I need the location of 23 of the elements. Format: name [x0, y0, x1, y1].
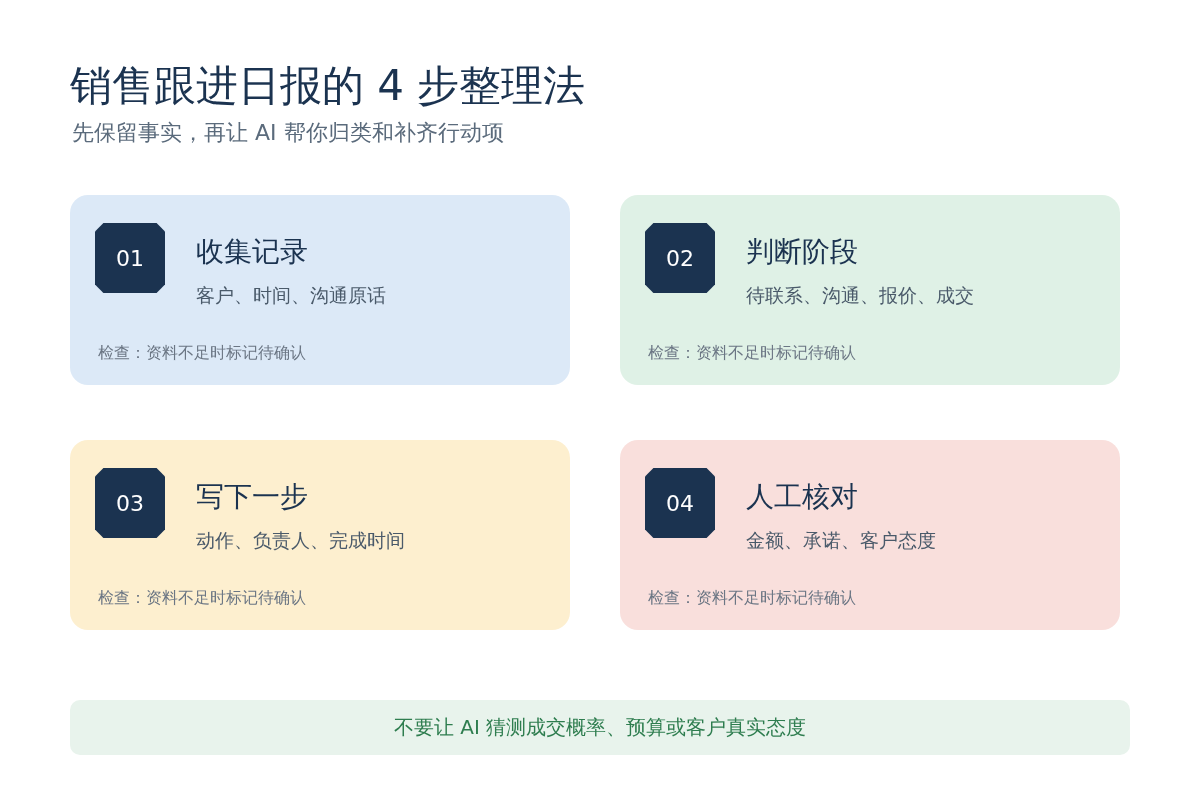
number-badge: 03 — [95, 468, 165, 538]
subtitle: 先保留事实，再让 AI 帮你归类和补齐行动项 — [72, 119, 504, 147]
step-title: 判断阶段 — [746, 234, 858, 270]
number-badge: 02 — [645, 223, 715, 293]
step-title: 人工核对 — [746, 479, 858, 515]
check-note: 检查：资料不足时标记待确认 — [648, 343, 856, 364]
step-card — [70, 440, 570, 630]
check-note: 检查：资料不足时标记待确认 — [98, 588, 306, 609]
step-card — [70, 195, 570, 385]
step-description: 动作、负责人、完成时间 — [196, 528, 405, 553]
step-card — [620, 440, 1120, 630]
step-description: 待联系、沟通、报价、成交 — [746, 283, 974, 308]
warning-banner: 不要让 AI 猜测成交概率、预算或客户真实态度 — [70, 700, 1130, 755]
step-description: 客户、时间、沟通原话 — [196, 283, 386, 308]
step-description: 金额、承诺、客户态度 — [746, 528, 936, 553]
check-note: 检查：资料不足时标记待确认 — [648, 588, 856, 609]
title: 销售跟进日报的 4 步整理法 — [70, 60, 586, 112]
number-badge: 01 — [95, 223, 165, 293]
check-note: 检查：资料不足时标记待确认 — [98, 343, 306, 364]
step-title: 收集记录 — [196, 234, 308, 270]
number-badge: 04 — [645, 468, 715, 538]
step-title: 写下一步 — [196, 479, 308, 515]
step-card — [620, 195, 1120, 385]
